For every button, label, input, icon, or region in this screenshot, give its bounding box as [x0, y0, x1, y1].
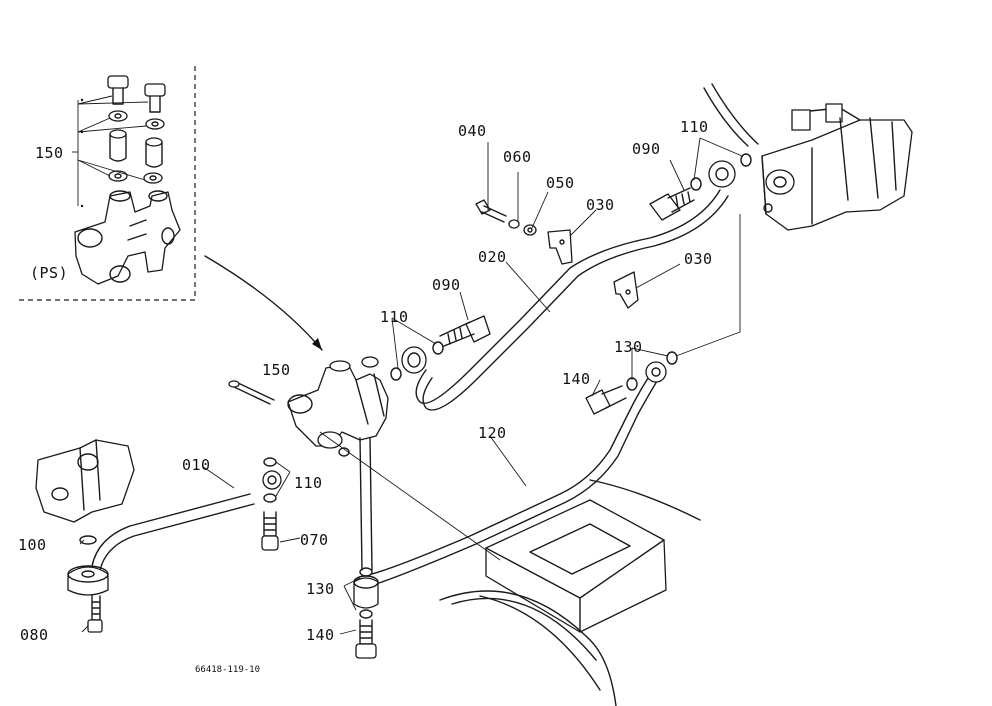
pipe-120	[371, 351, 678, 585]
label-110-upper: 110	[680, 118, 709, 136]
label-110-middle: 110	[380, 308, 409, 326]
label-070: 070	[300, 531, 329, 549]
label-110-lower: 110	[294, 474, 323, 492]
label-080: 080	[20, 626, 49, 644]
label-140-lower: 140	[306, 626, 335, 644]
label-050: 050	[546, 174, 575, 192]
valve-150	[228, 356, 389, 457]
label-100: 100	[18, 536, 47, 554]
label-090-upper: 090	[632, 140, 661, 158]
gear-pump	[35, 439, 135, 633]
banjo-bolt-090	[439, 187, 695, 347]
label-130-lower: 130	[306, 580, 335, 598]
bolt-040	[475, 199, 537, 236]
label-140-upper: 140	[562, 370, 591, 388]
bolt-070	[261, 511, 279, 551]
ps-inset: 150 (PS)	[15, 66, 196, 301]
label-120: 120	[478, 424, 507, 442]
label-090-lower: 090	[432, 276, 461, 294]
label-010: 010	[182, 456, 211, 474]
label-130-upper: 130	[614, 338, 643, 356]
label-020: 020	[478, 248, 507, 266]
callout-arrow	[204, 255, 323, 351]
label-030-upper: 030	[586, 196, 615, 214]
tractor-body	[439, 479, 701, 706]
clamp-030	[547, 229, 639, 309]
banjo-bolt-140-upper	[585, 385, 627, 415]
label-030-lower: 030	[684, 250, 713, 268]
label-ps: (PS)	[30, 264, 68, 282]
arrow-head	[312, 338, 322, 350]
label-060: 060	[503, 148, 532, 166]
label-040: 040	[458, 122, 487, 140]
leader-lines	[79, 137, 743, 635]
label-150-main: 150	[262, 361, 291, 379]
hydraulic-pump	[703, 83, 913, 231]
label-150-inset: 150	[35, 144, 64, 162]
pipe-020	[401, 160, 736, 411]
drawing-code: 66418-119-10	[195, 665, 260, 675]
fitting-130-lower	[353, 437, 379, 659]
pipe-010	[91, 470, 282, 571]
